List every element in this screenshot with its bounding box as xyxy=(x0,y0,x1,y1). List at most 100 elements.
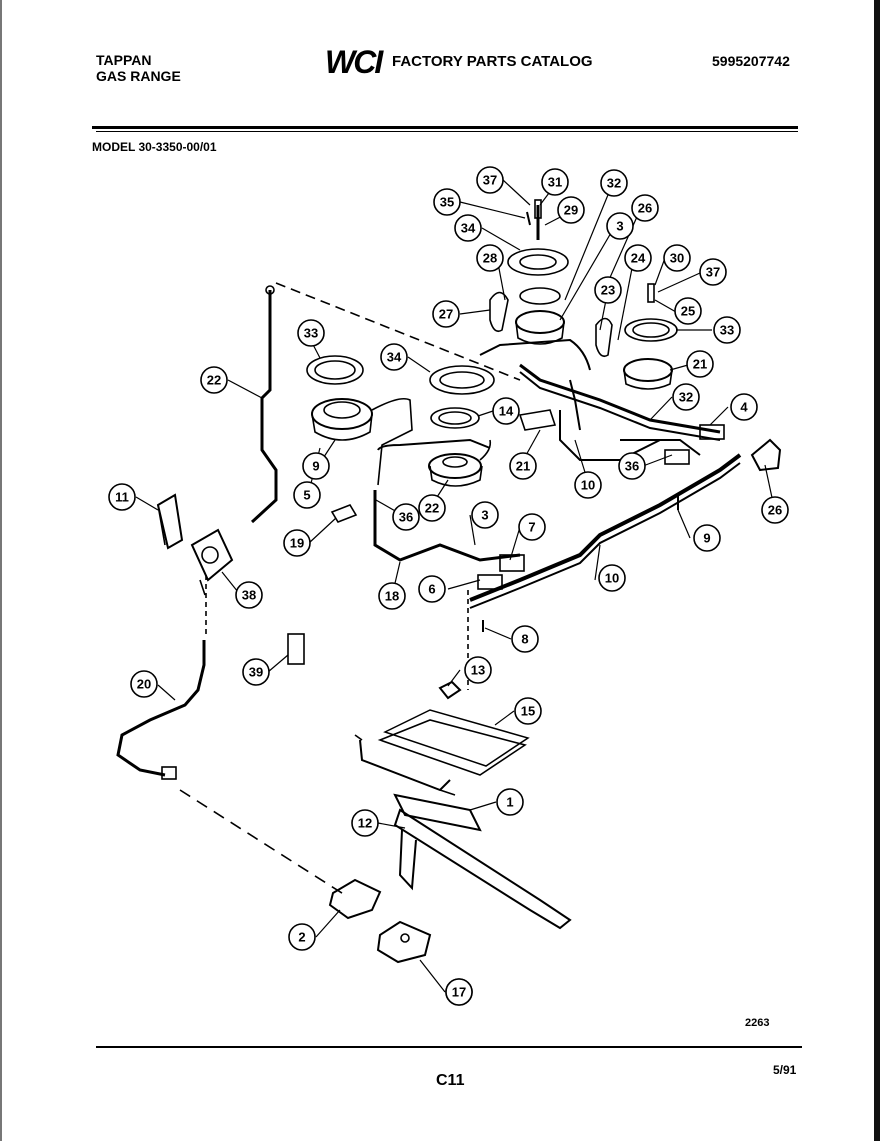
callout-circle xyxy=(242,658,270,686)
callout-circle xyxy=(378,582,406,610)
callout-37: 37 xyxy=(476,166,504,194)
callout-circle xyxy=(518,513,546,541)
callout-circle xyxy=(445,978,473,1006)
callout-number: 33 xyxy=(720,323,734,338)
thermo-tube xyxy=(250,290,278,524)
callout-circle xyxy=(631,194,659,222)
callout-number: 25 xyxy=(681,304,695,319)
callout-15: 15 xyxy=(514,697,542,725)
wci-logo: WCI xyxy=(325,44,383,80)
callout-number: 10 xyxy=(605,571,619,586)
callout-3: 3 xyxy=(471,501,499,529)
callout-9: 9 xyxy=(693,524,721,552)
callout-number: 36 xyxy=(625,459,639,474)
callout-34: 34 xyxy=(380,343,408,371)
callout-circle xyxy=(392,503,420,531)
callout-30: 30 xyxy=(663,244,691,272)
callout-1: 1 xyxy=(496,788,524,816)
callout-number: 4 xyxy=(740,400,748,415)
callout-circle xyxy=(761,496,789,524)
catalog-number: 5995207742 xyxy=(712,53,790,69)
callout-number: 28 xyxy=(483,251,497,266)
callout-number: 18 xyxy=(385,589,399,604)
page-number: C11 xyxy=(436,1072,465,1089)
callout-circle xyxy=(418,575,446,603)
callout-circle xyxy=(713,316,741,344)
product-type: GAS RANGE xyxy=(96,68,181,84)
callout-24: 24 xyxy=(624,244,652,272)
callout-circle xyxy=(283,529,311,557)
callout-circle xyxy=(496,788,524,816)
callout-14: 14 xyxy=(492,397,520,425)
scan-border xyxy=(874,0,880,1141)
callout-circle xyxy=(476,244,504,272)
callout-number: 34 xyxy=(387,350,402,365)
callout-29: 29 xyxy=(557,196,585,224)
scan-edge xyxy=(0,0,2,1141)
callout-27: 27 xyxy=(432,300,460,328)
callout-circle xyxy=(418,494,446,522)
callout-circle xyxy=(380,343,408,371)
callout-number: 7 xyxy=(528,520,535,535)
callout-number: 23 xyxy=(601,283,615,298)
callout-number: 39 xyxy=(249,665,263,680)
callout-31: 31 xyxy=(541,168,569,196)
callout-circle xyxy=(509,452,537,480)
callout-28: 28 xyxy=(476,244,504,272)
callout-circle xyxy=(454,214,482,242)
burner-cap xyxy=(306,355,364,385)
callout-5: 5 xyxy=(293,481,321,509)
callout-7: 7 xyxy=(518,513,546,541)
callout-4: 4 xyxy=(730,393,758,421)
callout-number: 37 xyxy=(706,265,720,280)
callout-number: 1 xyxy=(506,795,513,810)
callout-25: 25 xyxy=(674,297,702,325)
callout-22: 22 xyxy=(418,494,446,522)
header-rule xyxy=(92,126,798,129)
callout-number: 17 xyxy=(452,985,466,1000)
callout-circle xyxy=(351,809,379,837)
callout-circle xyxy=(672,383,700,411)
callout-number: 12 xyxy=(358,816,372,831)
callout-number: 35 xyxy=(440,195,454,210)
callout-number: 27 xyxy=(439,307,453,322)
diagram-artwork xyxy=(116,199,782,964)
callout-10: 10 xyxy=(598,564,626,592)
callout-6: 6 xyxy=(418,575,446,603)
callout-number: 6 xyxy=(428,582,435,597)
callout-circle xyxy=(541,168,569,196)
callout-12: 12 xyxy=(351,809,379,837)
callout-circle xyxy=(293,481,321,509)
callout-number: 32 xyxy=(679,390,693,405)
callout-number: 36 xyxy=(399,510,413,525)
callout-circle xyxy=(297,319,325,347)
alignment-line xyxy=(275,282,521,381)
callout-number: 22 xyxy=(207,373,221,388)
callout-number: 9 xyxy=(703,531,710,546)
callout-23: 23 xyxy=(594,276,622,304)
callout-circle xyxy=(476,166,504,194)
callout-number: 26 xyxy=(638,201,652,216)
callout-13: 13 xyxy=(464,656,492,684)
callout-34: 34 xyxy=(454,214,482,242)
callout-37: 37 xyxy=(699,258,727,286)
callout-number: 10 xyxy=(581,478,595,493)
callout-number: 5 xyxy=(303,488,310,503)
callout-circle xyxy=(663,244,691,272)
catalog-title: FACTORY PARTS CATALOG xyxy=(392,53,593,70)
alignment-line xyxy=(179,789,346,896)
callout-number: 3 xyxy=(616,219,623,234)
callout-number: 8 xyxy=(521,632,528,647)
callout-22: 22 xyxy=(200,366,228,394)
callout-20: 20 xyxy=(130,670,158,698)
callout-circle xyxy=(235,581,263,609)
callout-circle xyxy=(108,483,136,511)
callout-circle xyxy=(600,169,628,197)
brand-name: TAPPAN xyxy=(96,52,152,68)
callout-number: 20 xyxy=(137,677,151,692)
callout-21: 21 xyxy=(509,452,537,480)
callout-9: 9 xyxy=(302,452,330,480)
callout-number: 11 xyxy=(115,490,129,505)
